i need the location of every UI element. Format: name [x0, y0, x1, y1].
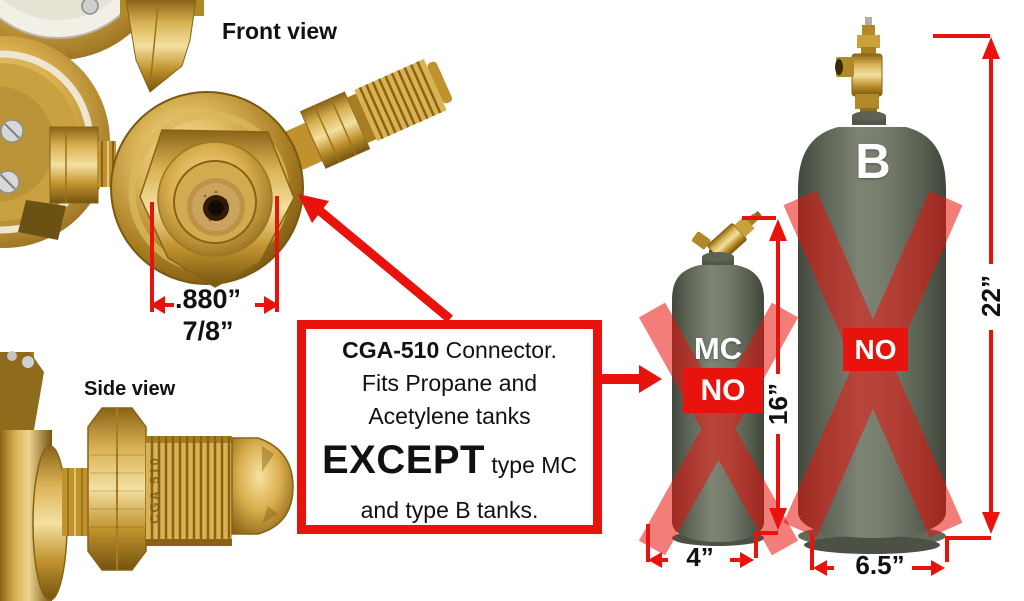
mc-x-icon	[638, 302, 799, 556]
front-view-photo	[0, 0, 453, 288]
mc-no-badge: NO	[683, 368, 763, 413]
b-tank-label: B	[855, 135, 891, 189]
callout-line-2: Fits Propane and	[361, 370, 538, 396]
cga-510-stamp: CGA 510	[146, 456, 162, 524]
connector-decimal-dimension-label: .880”	[174, 284, 242, 314]
b-height-dimension	[933, 34, 1000, 562]
mc-tank-label: MC	[693, 331, 743, 366]
gauge-screw-icon	[0, 170, 20, 194]
callout-line-1-rest: Connector.	[439, 337, 557, 363]
side-view-photo	[0, 351, 294, 601]
mc-height-dimension	[742, 216, 787, 558]
callout-line-1: CGA-510 Connector.	[306, 334, 593, 367]
mc-width-dimension-label: 4”	[686, 542, 714, 572]
connector-fraction-dimension-label: 7/8”	[182, 316, 234, 346]
callout-connector-name: CGA-510	[342, 337, 440, 363]
callout-box: CGA-510 Connector. Fits Propane and Acet…	[297, 320, 602, 534]
callout-line-5: and type B tanks.	[360, 497, 539, 523]
connector-width-dimension	[150, 196, 279, 314]
nipple-bullet-nose	[231, 437, 294, 535]
callout-line-4-rest: type MC	[485, 452, 578, 478]
mc-width-dimension	[646, 524, 754, 568]
arrow-to-mc-tank-icon	[600, 365, 662, 393]
gauge-screw-icon	[81, 0, 99, 15]
front-view-label: Front view	[222, 18, 338, 44]
b-height-dimension-label: 22”	[975, 275, 1006, 317]
callout-line-4: EXCEPT type MC	[306, 433, 593, 492]
arrow-to-regulator-icon	[298, 194, 453, 323]
b-tank-valve	[865, 17, 872, 26]
callout-except-word: EXCEPT	[321, 438, 485, 482]
b-width-dimension	[810, 534, 945, 576]
b-width-dimension-label: 6.5”	[855, 550, 905, 580]
callout-line-3: Acetylene tanks	[368, 403, 531, 429]
b-no-badge: NO	[843, 328, 908, 371]
outlet-fitting	[283, 58, 453, 171]
side-view-label: Side view	[84, 378, 176, 400]
nipple-threads	[146, 436, 232, 546]
